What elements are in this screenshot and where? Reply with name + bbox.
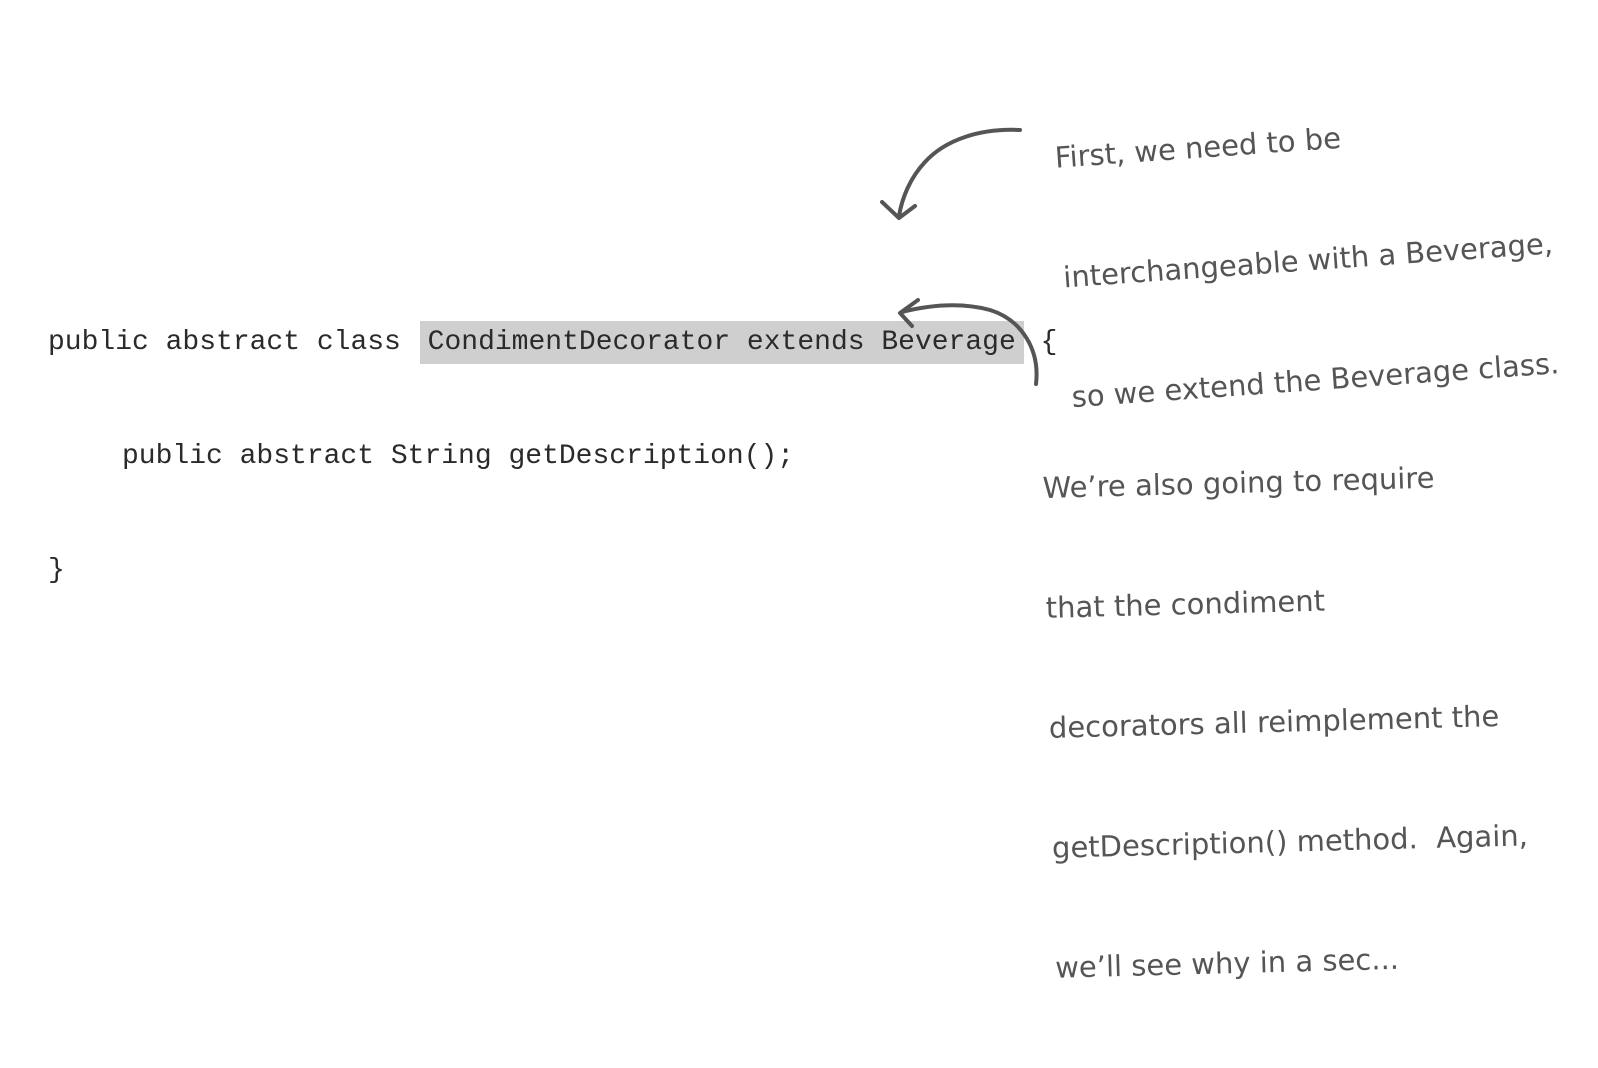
code-line-close-brace: } xyxy=(48,552,1057,590)
code-open-brace: { xyxy=(1023,327,1058,358)
code-line-class-declaration: public abstract class CondimentDecorator… xyxy=(48,321,1058,364)
code-close-brace: } xyxy=(48,555,65,586)
annotation-bottom: We’re also going to require that the con… xyxy=(1040,375,1538,1067)
annotation-top-line: interchangeable with a Beverage, xyxy=(1062,226,1554,295)
annotation-bottom-line: decorators all reimplement the xyxy=(1048,699,1500,745)
annotation-bottom-line: getDescription() method. Again, xyxy=(1051,818,1529,865)
code-method-declaration: public abstract String getDescription(); xyxy=(122,441,795,472)
code-block: public abstract class CondimentDecorator… xyxy=(48,248,1057,666)
highlighted-class-extends: CondimentDecorator extends Beverage xyxy=(419,321,1024,364)
page-canvas: public abstract class CondimentDecorator… xyxy=(48,120,1561,985)
arrow-to-class-declaration-icon xyxy=(880,127,1022,220)
annotation-bottom-line: We’re also going to require xyxy=(1042,460,1435,505)
annotation-top-line: First, we need to be xyxy=(1053,120,1342,175)
annotation-bottom-line: that the condiment xyxy=(1045,583,1326,625)
code-line-method: public abstract String getDescription(); xyxy=(48,438,1057,476)
annotation-bottom-line: we’ll see why in a sec... xyxy=(1054,941,1400,985)
code-class-prefix: public abstract class xyxy=(48,327,418,358)
